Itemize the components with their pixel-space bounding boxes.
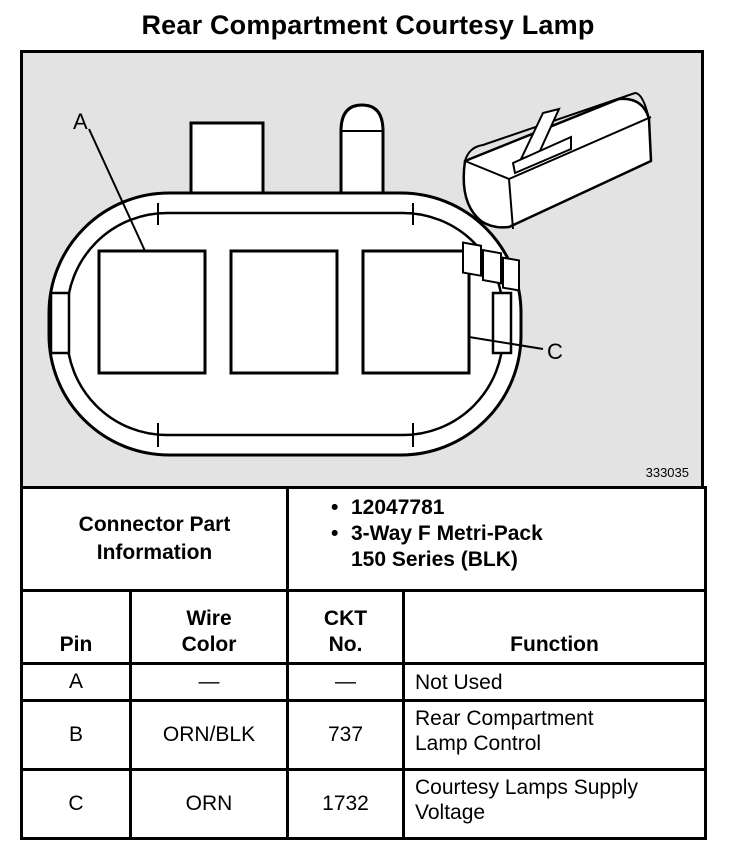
- ckt-no-header: CKT No.: [286, 589, 405, 665]
- function-cell: Rear Compartment Lamp Control: [402, 699, 707, 771]
- connector-part-info: •12047781 •3-Way F Metri-Pack 150 Series…: [286, 486, 707, 592]
- pin-label-a: A: [73, 109, 88, 134]
- connector-info-table: Connector Part Information •12047781 •3-…: [20, 486, 707, 840]
- connector-part-row: Connector Part Information •12047781 •3-…: [20, 486, 707, 592]
- function-cell: Courtesy Lamps Supply Voltage: [402, 768, 707, 840]
- leader-line-a: [88, 128, 146, 252]
- table-row: A — — Not Used: [20, 662, 707, 702]
- wire-color-cell: —: [129, 662, 289, 702]
- pin-cell: B: [20, 699, 132, 771]
- pin-header: Pin: [20, 589, 132, 665]
- part-type-bullet: •3-Way F Metri-Pack: [331, 522, 543, 545]
- connector-part-label: Connector Part Information: [20, 486, 289, 592]
- leader-line-c: [468, 336, 544, 350]
- part-type-line2: 150 Series (BLK): [351, 548, 518, 571]
- connector-top-tab: [189, 121, 265, 203]
- terminal-cavity-c: [361, 249, 471, 375]
- ckt-no-cell: 737: [286, 699, 405, 771]
- connector-right-tab: [491, 291, 513, 355]
- pin-cell: C: [20, 768, 132, 840]
- table-row: B ORN/BLK 737 Rear Compartment Lamp Cont…: [20, 699, 707, 771]
- table-header-row: Pin Wire Color CKT No. Function: [20, 589, 707, 665]
- part-number-bullet: •12047781: [331, 496, 445, 519]
- wire-color-cell: ORN/BLK: [129, 699, 289, 771]
- table-row: C ORN 1732 Courtesy Lamps Supply Voltage: [20, 768, 707, 840]
- figure-number: 333035: [645, 465, 689, 480]
- connector-diagram: A C 333035: [20, 50, 704, 486]
- function-cell: Not Used: [402, 662, 707, 702]
- connector-left-tab: [49, 291, 71, 355]
- terminal-cavity-a: [97, 249, 207, 375]
- pin-label-c: C: [547, 339, 563, 364]
- function-header: Function: [402, 589, 707, 665]
- part-type-line1: 3-Way F Metri-Pack: [351, 522, 543, 545]
- wire-color-cell: ORN: [129, 768, 289, 840]
- connector-part-label-line1: Connector Part: [78, 513, 231, 536]
- wire-color-header: Wire Color: [129, 589, 289, 665]
- terminal-cavity-b: [229, 249, 339, 375]
- ckt-no-cell: 1732: [286, 768, 405, 840]
- ckt-no-cell: —: [286, 662, 405, 702]
- page-title: Rear Compartment Courtesy Lamp: [141, 10, 595, 40]
- connector-part-label-line2: Information: [96, 541, 213, 564]
- connector-face-drawing: A C: [47, 91, 653, 457]
- part-number: 12047781: [351, 496, 445, 519]
- pin-cell: A: [20, 662, 132, 702]
- part-type-cont: 150 Series (BLK): [351, 547, 704, 573]
- connector-3d-icon: [462, 91, 653, 292]
